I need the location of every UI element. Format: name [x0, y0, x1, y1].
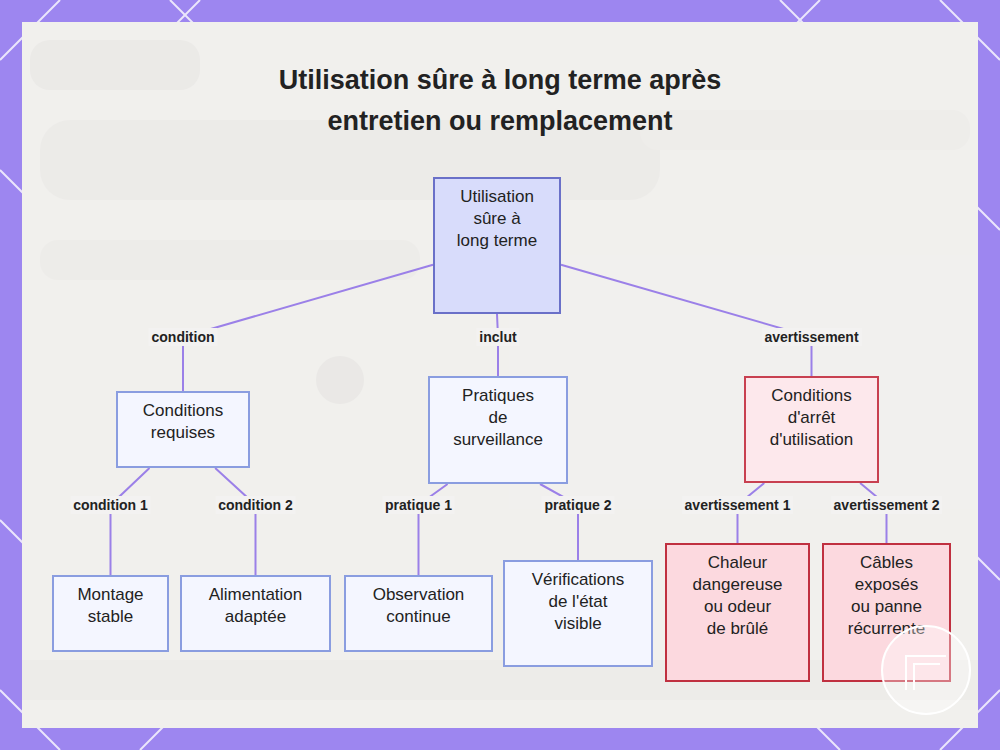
- edge-label: condition: [149, 328, 218, 346]
- box-text-group: Observation continue: [360, 584, 477, 628]
- box-text: Utilisation sûre à long terme: [455, 186, 539, 252]
- box-text-group: Vérifications de l'état visible: [523, 569, 633, 635]
- box-text: Montage stable: [72, 584, 149, 628]
- logo-mark: [906, 656, 946, 690]
- box-text-group: Montage stable: [72, 584, 149, 628]
- edge-label: inclut: [476, 328, 519, 346]
- box-text-group: Câbles exposés ou panne récurrente: [844, 552, 929, 640]
- condition-box: Montage stable: [52, 575, 169, 652]
- panel: [22, 22, 978, 728]
- box-text-group: Chaleur dangereuse ou odeur de brûlé: [693, 552, 783, 640]
- connector-line: [215, 468, 255, 575]
- warning-box: Chaleur dangereuse ou odeur de brûlé: [665, 543, 810, 682]
- practice-box: Observation continue: [344, 575, 493, 652]
- box-text: Conditions requises: [132, 400, 234, 444]
- box-text: Câbles exposés ou panne récurrente: [844, 552, 929, 640]
- box-text-group: Pratiques de surveillance: [453, 385, 543, 451]
- edge-label: avertissement: [761, 328, 861, 346]
- box-text: Pratiques de surveillance: [453, 385, 543, 451]
- category-box: Conditions requises: [116, 391, 250, 468]
- box-text: Conditions d'arrêt d'utilisation: [762, 385, 861, 451]
- box-text-group: Utilisation sûre à long terme: [455, 186, 539, 252]
- warning-box: Câbles exposés ou panne récurrente: [822, 543, 951, 682]
- edge-label: pratique 1: [382, 496, 455, 514]
- connector-line: [183, 265, 433, 391]
- box-text: Chaleur dangereuse ou odeur de brûlé: [693, 552, 783, 640]
- box-text: Vérifications de l'état visible: [523, 569, 633, 635]
- box-text-group: Alimentation adaptée: [196, 584, 315, 628]
- edge-label: condition 2: [215, 496, 296, 514]
- logo-circle: [882, 626, 970, 714]
- blurred-backdrop: [22, 22, 978, 728]
- warning-category-box: Conditions d'arrêt d'utilisation: [744, 376, 879, 483]
- category-box: Pratiques de surveillance: [428, 376, 568, 484]
- goal-box: Utilisation sûre à long terme: [433, 177, 561, 314]
- edge-label: condition 1: [70, 496, 151, 514]
- condition-box: Alimentation adaptée: [180, 575, 331, 652]
- box-text-group: Conditions d'arrêt d'utilisation: [762, 385, 861, 451]
- edge-label: pratique 2: [542, 496, 615, 514]
- box-text-group: Conditions requises: [132, 400, 234, 444]
- diagram-title: Utilisation sûre à long terme après entr…: [220, 60, 780, 142]
- connector-line: [561, 265, 812, 376]
- practice-box: Vérifications de l'état visible: [503, 560, 653, 667]
- box-text: Alimentation adaptée: [196, 584, 315, 628]
- edge-label: avertissement 1: [682, 496, 794, 514]
- edge-label: avertissement 2: [831, 496, 943, 514]
- box-text: Observation continue: [360, 584, 477, 628]
- connector-line: [111, 468, 150, 575]
